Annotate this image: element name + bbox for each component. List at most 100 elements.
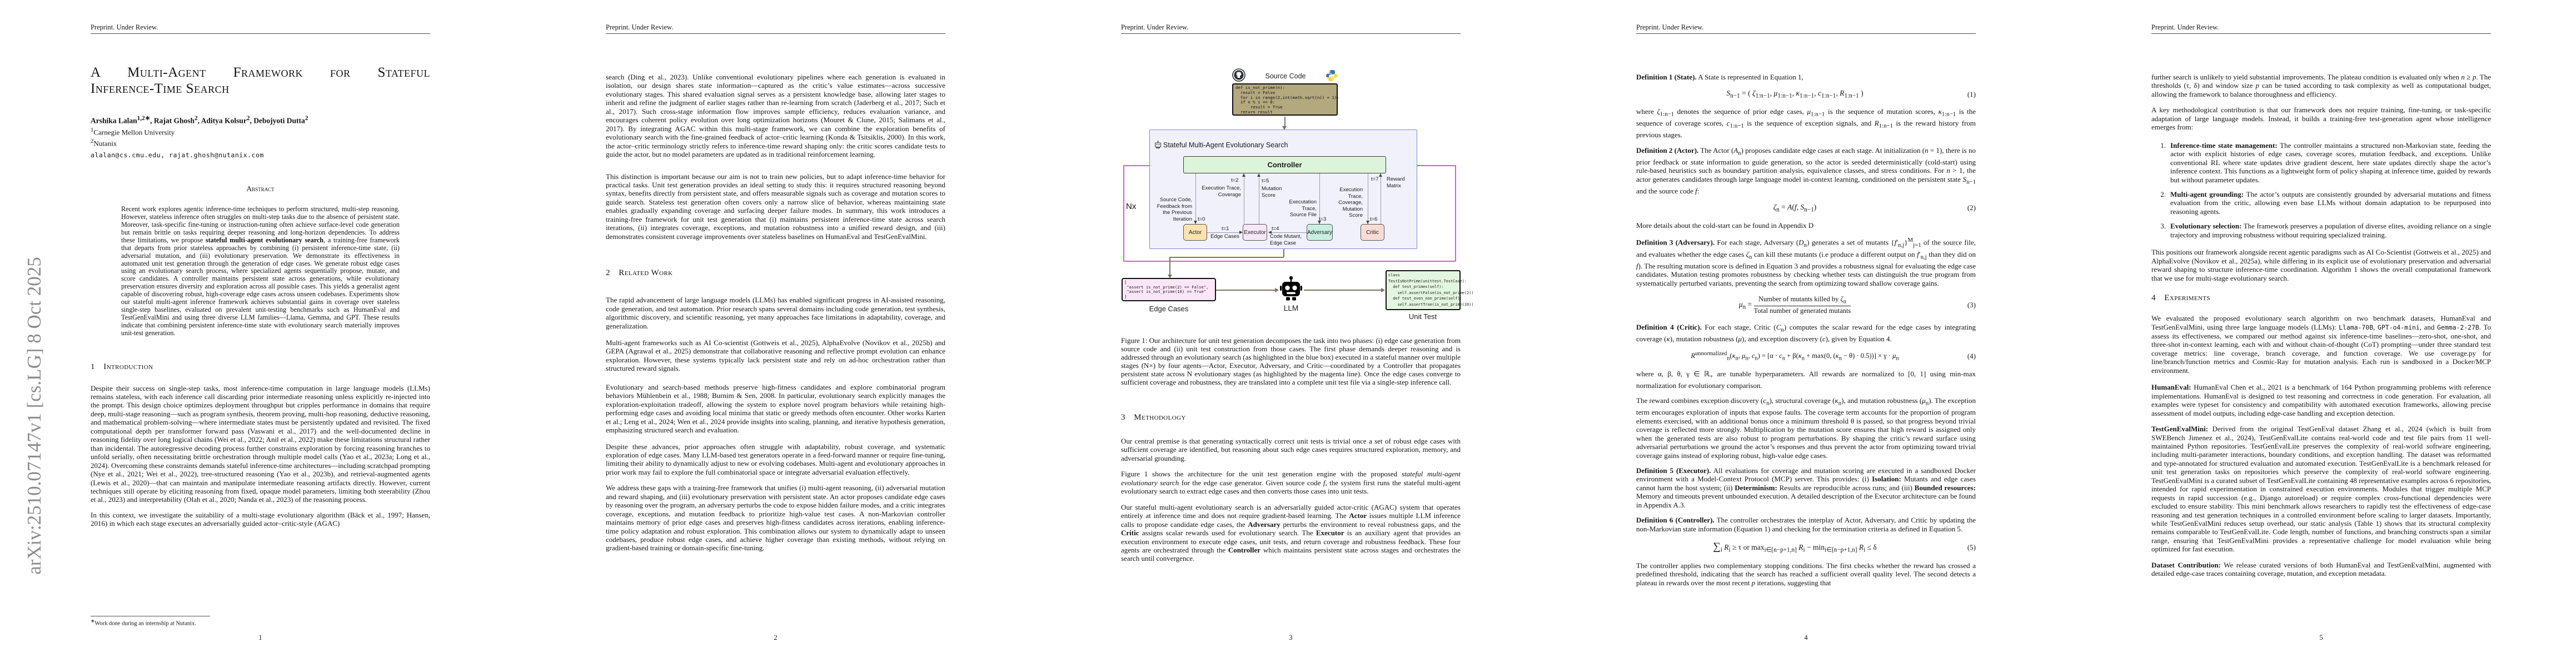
- figure-1: Source Code def is_not_prime(n): result …: [1121, 66, 1474, 328]
- edge-t1-label: Edge Cases: [1210, 233, 1239, 240]
- magenta-loop-right: [1455, 165, 1456, 261]
- page-5: Preprint. Under Review. further search i…: [2061, 0, 2576, 667]
- equation-1: Sn−1 = ( ζ1:n−1, μ1:n−1, κ1:n−1, c1:n−1,…: [1636, 89, 1976, 99]
- p5-paragraph-3: This positions our framework alongside r…: [2151, 248, 2491, 282]
- p5-paragraph-1: further search is unlikely to yield subs…: [2151, 73, 2492, 98]
- equation-4-tag: (4): [1967, 351, 1976, 360]
- unit-test-box: class TestIsNotPrime(unittest.TestCase):…: [1386, 270, 1474, 310]
- llm-to-unittest-line: [1304, 290, 1383, 291]
- page1-column: A Multi-Agent Framework for Stateful Inf…: [91, 0, 430, 528]
- magenta-loop-left: [1123, 165, 1124, 261]
- running-header: Preprint. Under Review.: [91, 23, 430, 34]
- p5-paragraph-dataset-contribution: Dataset Contribution: We release curated…: [2151, 560, 2491, 578]
- p5-paragraph-testgenevalmini: TestGenEvalMini: Derived from the origin…: [2151, 425, 2491, 554]
- edge-t0-tag: t=0: [1198, 216, 1205, 222]
- github-icon: [1232, 68, 1245, 82]
- running-header: Preprint. Under Review.: [606, 23, 945, 34]
- edge-cases-box: [ "assert is_not_prime(2) == False", "as…: [1122, 278, 1216, 301]
- equation-3-fraction: Number of mutants killed by ζn Total num…: [1753, 295, 1851, 315]
- controller-label: Controller: [1267, 161, 1302, 169]
- edge-t0-arrowhead: [1194, 221, 1197, 224]
- running-header: Preprint. Under Review.: [2151, 23, 2491, 34]
- equation-2-body: ζn = A(f, Sn−1): [1773, 203, 1817, 213]
- definition-6: Definition 6 (Controller). The controlle…: [1636, 516, 1976, 533]
- equation-4-body: Runnormalizedn(κn, μn, cn) = [α · cn + β…: [1691, 351, 1899, 362]
- affiliation-1: 1Carnegie Mellon University: [91, 126, 175, 136]
- edge-t6-arrowhead: [1366, 221, 1369, 224]
- p2-paragraph-1: search (Ding et al., 2023). Unlike conve…: [606, 73, 945, 159]
- search-to-edgecases-v1: [1283, 249, 1284, 257]
- edge-t3-label: Executation Trace, Source File: [1289, 199, 1317, 218]
- equation-3-tag: (3): [1967, 300, 1976, 309]
- edge-t4-tag: t=4: [1272, 226, 1279, 232]
- running-header: Preprint. Under Review.: [1121, 23, 1461, 34]
- edge-t7-arrowhead: [1379, 173, 1382, 177]
- page-number-5: 5: [2319, 634, 2323, 641]
- adversary-box: Adversary: [1307, 224, 1333, 241]
- footnote-text: ∗Work done during an internship at Nutan…: [91, 618, 196, 627]
- llm-robot-icon: [1279, 276, 1303, 302]
- search-to-edgecases-v2: [1169, 257, 1170, 275]
- section-3-heading: 3 Methodology: [1121, 413, 1186, 422]
- equation-3: μn = Number of mutants killed by ζn Tota…: [1636, 295, 1976, 315]
- p3-paragraph-3: Our stateful multi-agent evolutionary se…: [1121, 502, 1461, 563]
- search-to-edgecases-h: [1169, 257, 1284, 258]
- executor-box: Executor: [1243, 224, 1267, 241]
- equation-5: ∑i Ri ≥ τ or maxi∈[n−p+1,n] Ri − mini∈[n…: [1636, 541, 1976, 554]
- p2-paragraph-7: We address these gaps with a training-fr…: [606, 484, 945, 552]
- list-item-3-number: 3.: [2160, 222, 2166, 231]
- paper-title: A Multi-Agent Framework for Stateful Inf…: [91, 64, 430, 97]
- adversary-to-executor-line: [1270, 232, 1307, 233]
- page-3: Preprint. Under Review. Source Code def …: [1030, 0, 1546, 667]
- list-item-3-text: Evolutionary selection: The framework pr…: [2170, 222, 2492, 239]
- equation-5-body: ∑i Ri ≥ τ or maxi∈[n−p+1,n] Ri − mini∈[n…: [1713, 541, 1877, 554]
- section-4-heading: 4 Experiments: [2151, 293, 2210, 303]
- affiliation-2: 2Nutanix: [91, 137, 117, 148]
- reward-paragraph: The reward combines exception discovery …: [1636, 396, 1976, 460]
- running-header: Preprint. Under Review.: [1636, 23, 1976, 34]
- edge-t7-label: Reward Matrix: [1387, 176, 1405, 189]
- p3-paragraph-1: Our central premise is that generating s…: [1121, 437, 1461, 462]
- arxiv-watermark: arXiv:2510.07147v1 [cs.LG] 8 Oct 2025: [23, 257, 45, 575]
- robot-mini-icon: [1154, 141, 1162, 149]
- page-1: Preprint. Under Review. arXiv:2510.07147…: [0, 0, 515, 667]
- definition-3: Definition 3 (Adversary). For each stage…: [1636, 237, 1976, 287]
- edge-t0-line: [1195, 173, 1196, 224]
- abstract-heading: Abstract: [246, 185, 275, 193]
- section-1-heading: 1 Introduction: [91, 362, 153, 371]
- llm-to-unittest-arrowhead: [1381, 287, 1385, 292]
- executor-label: Executor: [1244, 229, 1266, 236]
- edge-t1-tag: t=1: [1222, 226, 1229, 232]
- page-number-3: 3: [1289, 634, 1293, 641]
- p3-paragraph-2: Figure 1 shows the architecture for the …: [1121, 470, 1461, 496]
- edge-t3-arrowhead: [1318, 221, 1321, 224]
- controller-box: Controller: [1183, 156, 1386, 173]
- p2-paragraph-5: Evolutionary and search-based methods pr…: [606, 382, 945, 435]
- list-item-1: 1. Inference-time state management: The …: [2151, 141, 2491, 184]
- edge-t4-label: Code Mutant, Edge Case: [1270, 233, 1302, 246]
- page4-column: Definition 1 (State). A State is represe…: [1636, 0, 1976, 587]
- source-code-box: def is_not_prime(n): result = False for …: [1232, 83, 1339, 116]
- edge-t5-tag: t=5: [1262, 178, 1269, 184]
- edge-t2-tag: t=2: [1231, 177, 1239, 183]
- definition-5: Definition 5 (Executor). All evaluations…: [1636, 466, 1976, 509]
- edge-t3-line: [1319, 173, 1320, 224]
- equation-4: Runnormalizedn(κn, μn, cn) = [α · cn + β…: [1636, 351, 1976, 362]
- edge-t6-label: Execution Trace, Coverage, Mutation Scor…: [1338, 187, 1363, 218]
- python-icon: [1326, 69, 1338, 82]
- equation-2-tag: (2): [1967, 203, 1976, 212]
- equation-5-tag: (5): [1967, 542, 1976, 551]
- actor-label: Actor: [1188, 229, 1202, 236]
- abstract-text: Recent work explores agentic inference-t…: [121, 205, 400, 337]
- p2-paragraph-6: Despite these advances, prior approaches…: [606, 442, 945, 476]
- page5-column: further search is unlikely to yield subs…: [2151, 0, 2491, 578]
- arrowhead-into-edgecases: [1167, 275, 1172, 278]
- figure-1-caption: Figure 1: Our architecture for unit test…: [1121, 336, 1461, 386]
- equation-3-denominator: Total number of generated mutants: [1753, 306, 1851, 315]
- paper-title-line1: A Multi-Agent Framework for Stateful: [91, 65, 430, 80]
- connector-code-to-search: [1284, 117, 1285, 127]
- critic-box: Critic: [1361, 224, 1384, 241]
- intro-paragraph-1: Despite their success on single-step tas…: [91, 384, 430, 504]
- search-box-title: Stateful Multi-Agent Evolutionary Search: [1163, 141, 1288, 149]
